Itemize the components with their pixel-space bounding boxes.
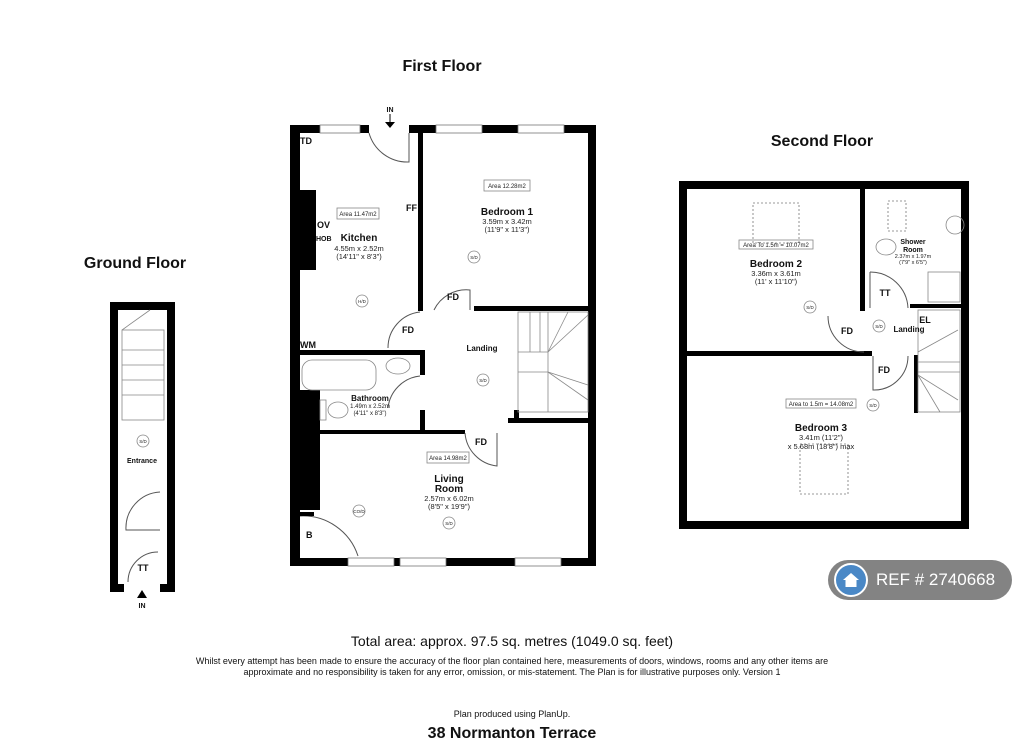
bedroom1-dimensions-ft: (11'9" x 11'3")	[484, 225, 530, 234]
room-landing: Landing	[466, 344, 497, 353]
label-td: TD	[300, 136, 312, 146]
first-floor-plan: IN TD FF OV HOB WM FD FD FD B Area 11.47…	[290, 107, 596, 567]
smoke-detector: S/D	[806, 305, 814, 310]
label-tt: TT	[138, 563, 149, 573]
room-shower-line2: Room	[903, 247, 923, 254]
label-fd: FD	[447, 292, 459, 302]
ground-floor-plan: S/D Entrance TT IN	[110, 302, 175, 610]
label-fd: FD	[841, 326, 853, 336]
heat-detector: H/D	[358, 299, 367, 304]
disclaimer-line-1: Whilst every attempt has been made to en…	[195, 656, 829, 666]
label-hob: HOB	[316, 236, 332, 243]
bedroom2-dimensions-ft: (11' x 11'10")	[755, 277, 798, 286]
disclaimer-line-2: approximate and no responsibility is tak…	[243, 667, 781, 677]
smoke-detector: S/D	[445, 521, 453, 526]
bedroom3-dimensions-1: 3.41m (11'2")	[799, 433, 843, 442]
label-fd: FD	[475, 437, 487, 447]
kitchen-dimensions-ft: (14'11" x 8'3")	[336, 252, 382, 261]
label-in-first: IN	[387, 107, 394, 114]
total-area: Total area: approx. 97.5 sq. metres (104…	[350, 633, 674, 649]
label-fd: FD	[878, 365, 890, 375]
label-el: EL	[919, 315, 931, 325]
room-living-line2: Room	[435, 484, 463, 495]
label-wm: WM	[300, 340, 316, 350]
first-floor-title: First Floor	[402, 58, 481, 75]
bedroom1-dimensions-m: 3.59m x 3.42m	[482, 217, 532, 226]
kitchen-dimensions-m: 4.55m x 2.52m	[334, 244, 384, 253]
room-entrance: Entrance	[127, 458, 157, 465]
room-living: Living	[434, 474, 463, 485]
property-address: 38 Normanton Terrace	[427, 725, 597, 742]
living-dimensions-ft: (8'5" x 19'9")	[428, 502, 470, 511]
bedroom1-area: Area 12.28m2	[488, 184, 526, 190]
kitchen-area: Area 11.47m2	[339, 212, 377, 218]
smoke-detector: S/D	[139, 439, 147, 444]
home-icon	[834, 563, 868, 597]
ground-floor-title: Ground Floor	[84, 255, 186, 272]
bedroom2-dimensions-m: 3.36m x 3.61m	[751, 269, 801, 278]
room-bathroom: Bathroom	[351, 394, 389, 403]
label-in: IN	[139, 603, 146, 610]
shower-dimensions-ft: (7'9" x 6'5")	[899, 260, 927, 266]
room-kitchen: Kitchen	[341, 233, 378, 244]
label-ff: FF	[406, 203, 417, 213]
label-fd: FD	[402, 325, 414, 335]
bedroom3-area: Area to 1.5m = 14.08m2	[789, 402, 854, 408]
label-ov: OV	[317, 220, 330, 230]
smoke-detector: S/D	[875, 324, 883, 329]
bedroom3-dimensions-2: x 5.68m (18'8") max	[788, 442, 855, 451]
bedroom2-area: Area To 1.5m = 10.07m2	[743, 243, 809, 249]
smoke-detector: S/D	[869, 403, 877, 408]
room-bedroom-3: Bedroom 3	[795, 423, 848, 434]
room-bedroom-2: Bedroom 2	[750, 259, 803, 270]
shower-dimensions-m: 2.37m x 1.97m	[895, 254, 932, 260]
room-shower: Shower	[900, 239, 926, 246]
label-tt: TT	[880, 288, 891, 298]
reference-watermark: REF # 2740668	[828, 560, 1012, 600]
smoke-detector: S/D	[479, 378, 487, 383]
room-landing-second: Landing	[893, 325, 924, 334]
second-floor-plan: Area To 1.5m = 10.07m2 Bedroom 2 3.36m x…	[679, 181, 969, 529]
living-room-area: Area 14.98m2	[429, 456, 467, 462]
label-b: B	[306, 530, 313, 540]
produced-by: Plan produced using PlanUp.	[453, 709, 571, 719]
bathroom-dimensions-ft: (4'11" x 8'3")	[353, 411, 386, 417]
second-floor-title: Second Floor	[771, 133, 873, 150]
co-detector: CO/D	[353, 509, 365, 514]
bathroom-dimensions-m: 1.49m x 2.52m	[350, 404, 390, 410]
living-dimensions-m: 2.57m x 6.02m	[424, 494, 474, 503]
room-bedroom-1: Bedroom 1	[481, 207, 534, 218]
smoke-detector: S/D	[470, 255, 478, 260]
reference-number: REF # 2740668	[876, 570, 996, 589]
